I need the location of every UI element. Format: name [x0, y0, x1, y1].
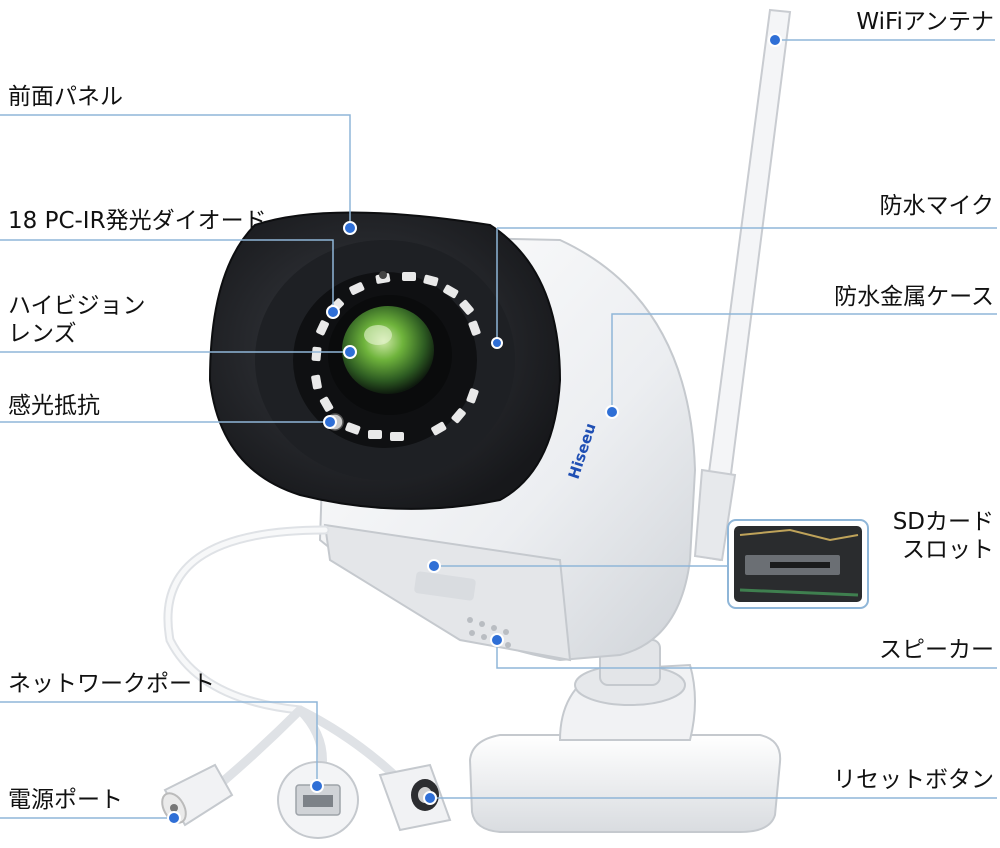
label-reset-button: リセットボタン: [833, 767, 994, 793]
label-photoresistor: 感光抵抗: [8, 393, 100, 419]
label-wifi-antenna: WiFiアンテナ: [856, 9, 994, 35]
leader-network: [0, 701, 318, 786]
label-speaker: スピーカー: [879, 637, 994, 663]
sd-slot-inset: [727, 519, 869, 609]
label-hd-lens: ハイビジョン レンズ: [8, 293, 146, 347]
antenna-shape: [693, 8, 792, 562]
label-power-port: 電源ポート: [8, 787, 123, 813]
leader-lines: [0, 39, 997, 819]
front-bezel-shape: [208, 211, 562, 510]
label-front-panel: 前面パネル: [8, 84, 123, 110]
leader-ir-leds: [0, 239, 334, 312]
label-waterproof-mic: 防水マイク: [879, 193, 994, 219]
label-metal-case: 防水金属ケース: [834, 284, 994, 310]
mount-base-shape: [468, 639, 782, 833]
callout-dots: [167, 33, 782, 825]
leader-front-panel: [0, 114, 351, 228]
network-connector-shape: [277, 761, 359, 839]
label-sd-slot: SDカード スロット: [892, 509, 994, 563]
leader-speaker: [496, 640, 997, 669]
ir-led-ring: [311, 272, 481, 441]
cables-shape: [163, 525, 415, 810]
label-network-port: ネットワークポート: [8, 671, 215, 697]
label-ir-leds: 18 PC-IR発光ダイオード: [8, 208, 267, 234]
leader-case: [611, 313, 997, 412]
